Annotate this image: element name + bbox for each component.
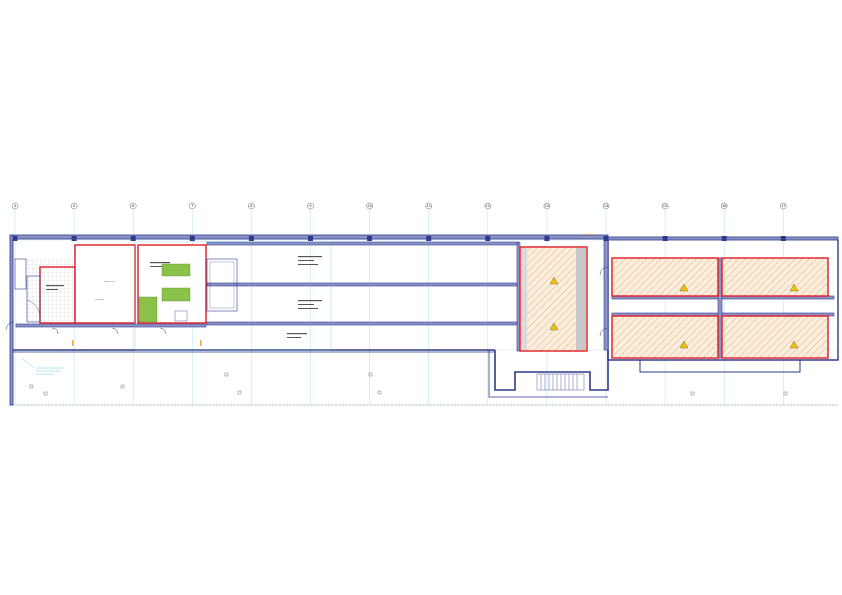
column	[367, 236, 373, 241]
column	[721, 236, 727, 241]
room-office-tag: ▭▭▭ ▭▭	[104, 280, 115, 283]
grid-axis-label: 13	[545, 204, 549, 208]
grid-axis-bubble	[129, 202, 137, 210]
column	[662, 236, 668, 241]
grid-axis-bubble	[661, 202, 669, 210]
column	[485, 236, 491, 241]
grid-axis-bubble	[366, 202, 373, 210]
grid-axis-label: 14	[604, 204, 608, 208]
grid-axis-bubble	[780, 202, 787, 210]
grid-axis-label: 15	[663, 204, 667, 208]
warning-icon	[549, 322, 559, 331]
grid-axis-label: 7	[191, 204, 193, 208]
column	[12, 236, 18, 241]
grid-axis-label: 4	[14, 204, 16, 208]
orange-markers	[72, 234, 593, 346]
stair-lower	[536, 373, 585, 391]
room-store-a	[611, 257, 719, 297]
grid-axis-label: 6	[132, 204, 134, 208]
room-stair-core	[14, 258, 76, 324]
room-store-b	[721, 257, 829, 297]
grid-axis-bubble	[248, 202, 255, 210]
warning-icon	[549, 276, 559, 285]
grid-axis-bubble	[425, 202, 432, 210]
column	[780, 236, 786, 241]
column	[71, 236, 77, 241]
grid-axis-bubble	[70, 202, 78, 210]
equipment-unit	[161, 263, 191, 277]
column	[603, 236, 609, 241]
room-plant	[137, 244, 238, 324]
columns	[12, 236, 786, 241]
warning-icon	[789, 340, 799, 349]
doors	[5, 266, 609, 337]
warning-icon	[679, 340, 689, 349]
grid-axis-bubble	[721, 202, 728, 210]
grid-axis-label: 5	[73, 204, 75, 208]
grid-axis-label: 17	[781, 204, 785, 208]
floor-markers	[29, 372, 788, 396]
annotation-leaders	[21, 241, 332, 375]
room-store-c	[611, 315, 719, 359]
warning-icon	[679, 283, 689, 292]
column	[189, 236, 195, 241]
grid-axis-bubble	[543, 202, 551, 210]
room-store-d	[721, 315, 829, 359]
grid-axis-label: 8	[250, 204, 252, 208]
grid-axis-label: 12	[486, 204, 490, 208]
room-office-note: ▭ ▭▭▭	[95, 298, 104, 301]
grid-axis-label: 10	[367, 204, 371, 208]
grid-axis-label: 9	[309, 204, 311, 208]
column	[308, 236, 313, 241]
column	[426, 236, 432, 241]
equipment-unit	[138, 296, 158, 323]
column	[544, 236, 550, 241]
equipment-unit	[161, 287, 191, 302]
corridor-labels	[46, 256, 322, 338]
grid-axis-bubble	[602, 202, 610, 210]
room-hazard-store	[519, 246, 588, 352]
grid-axis-label: 11	[427, 204, 431, 208]
grid-axis-bubble	[11, 202, 19, 210]
column	[130, 236, 136, 241]
room-office: ▭▭▭ ▭▭ ▭ ▭▭▭	[74, 244, 136, 324]
column	[248, 236, 254, 241]
grid-axis-bubble	[189, 202, 196, 210]
grid-axis-bubble	[484, 202, 491, 210]
warning-icon	[789, 283, 799, 292]
grid-axis-label: 16	[722, 204, 726, 208]
grid-axis-bubble	[307, 202, 314, 210]
